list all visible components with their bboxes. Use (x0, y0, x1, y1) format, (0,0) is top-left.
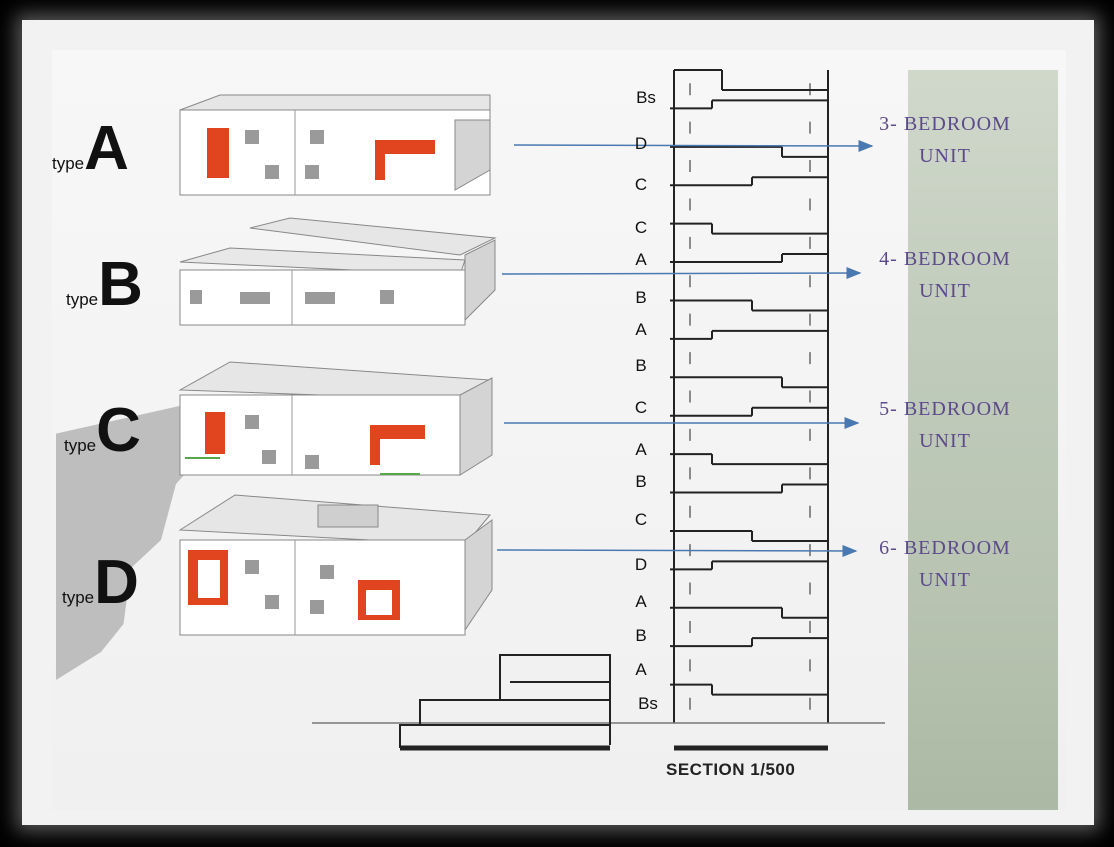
arrow-4-bedroom (501, 267, 862, 280)
floor-letter: Bs (636, 88, 656, 107)
type-c-label: typeC (64, 400, 141, 462)
unit-label-3-bedroom: 3- BEDROOM UNIT (860, 108, 1030, 172)
unit-subtitle: UNIT (919, 430, 971, 452)
arrow-3-bedroom (513, 139, 874, 152)
floor-letter: B (635, 288, 647, 307)
floor-letter: D (634, 555, 648, 574)
background-photo-strip (908, 70, 1058, 810)
type-prefix: type (52, 154, 85, 173)
type-b-label: typeB (66, 254, 143, 316)
unit-title: 6- BEDROOM (879, 537, 1011, 559)
section-scale-label: SECTION 1/500 (666, 760, 796, 779)
type-letter: A (84, 114, 129, 183)
floor-letter: B (635, 626, 647, 645)
unit-label-5-bedroom: 5- BEDROOM UNIT (860, 393, 1030, 457)
unit-title: 4- BEDROOM (879, 248, 1011, 270)
unit-label-4-bedroom: 4- BEDROOM UNIT (860, 243, 1030, 307)
floor-letter: A (635, 440, 647, 459)
type-letter: D (94, 548, 139, 617)
type-c-block (178, 361, 493, 476)
podium-base (312, 654, 885, 751)
floor-letter: C (634, 510, 648, 529)
unit-label-6-bedroom: 6- BEDROOM UNIT (860, 532, 1030, 596)
unit-subtitle: UNIT (919, 280, 971, 302)
type-prefix: type (62, 588, 95, 607)
unit-subtitle: UNIT (919, 145, 971, 167)
floor-letter: C (634, 175, 648, 194)
floor-letter: A (635, 320, 647, 339)
type-a-block (179, 94, 491, 196)
floor-letter: D (634, 134, 648, 153)
floor-letter: A (635, 660, 647, 679)
floor-letter: C (634, 218, 648, 237)
floor-letter: B (635, 472, 647, 491)
type-a-label: typeA (52, 118, 129, 180)
floor-letter: B (635, 356, 647, 375)
type-b-block (179, 217, 497, 326)
floor-letter: C (634, 398, 648, 417)
floor-letter: Bs (638, 694, 658, 713)
type-prefix: type (64, 436, 97, 455)
type-d-label: typeD (62, 552, 139, 614)
type-letter: C (96, 396, 141, 465)
unit-title: 3- BEDROOM (879, 113, 1011, 135)
section-drawing (670, 69, 829, 723)
type-letter: B (98, 250, 143, 319)
type-prefix: type (66, 290, 99, 309)
arrow-6-bedroom (496, 544, 858, 557)
unit-title: 5- BEDROOM (879, 398, 1011, 420)
floor-letter: A (635, 250, 647, 269)
floor-letter: A (635, 592, 647, 611)
unit-subtitle: UNIT (919, 569, 971, 591)
type-d-block (178, 494, 493, 636)
